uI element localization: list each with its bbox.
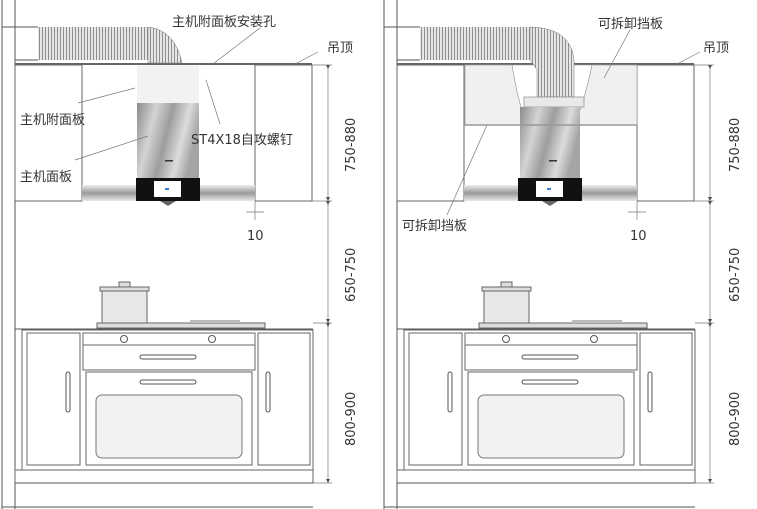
- dim-upper: 750-880: [728, 118, 743, 172]
- exhaust-duct: [420, 27, 530, 60]
- label-baffle-bottom: 可拆卸挡板: [402, 218, 467, 234]
- dim-upper: 750-880: [344, 118, 359, 172]
- label-aux-panel: 主机附面板: [20, 113, 85, 128]
- dim-lower: 800-900: [344, 392, 359, 446]
- dim-middle: 650-750: [728, 248, 743, 302]
- left-panel: 主机附面板安装孔 吊顶 主机附面板 ST4X18自攻螺钉 主机面板 10 750…: [2, 0, 359, 509]
- label-ceiling: 吊顶: [703, 41, 729, 56]
- right-panel: 可拆卸挡板 吊顶 可拆卸挡板 10 750-880 650-750 800-90…: [384, 0, 743, 509]
- label-main-panel: 主机面板: [20, 170, 72, 185]
- aux-panel: [137, 65, 199, 103]
- label-baffle-top: 可拆卸挡板: [598, 16, 663, 32]
- dim-middle: 650-750: [344, 248, 359, 302]
- main-panel: [137, 103, 199, 178]
- gap-dimension: 10: [247, 229, 264, 244]
- exhaust-duct: [38, 27, 148, 60]
- dim-lower: 800-900: [728, 392, 743, 446]
- label-ceiling: 吊顶: [327, 41, 353, 56]
- label-screw: ST4X18自攻螺钉: [191, 133, 293, 148]
- label-mounting-hole: 主机附面板安装孔: [172, 15, 276, 30]
- gap-dimension: 10: [630, 229, 647, 244]
